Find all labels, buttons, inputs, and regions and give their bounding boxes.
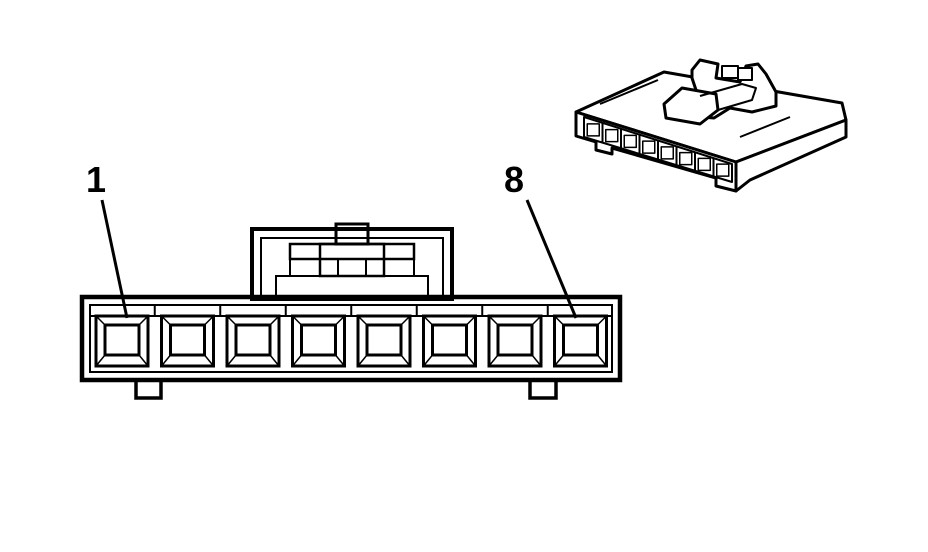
connector-isometric-view xyxy=(574,58,848,193)
cavity-row xyxy=(94,314,608,368)
pin-label-last: 8 xyxy=(504,159,524,200)
cavity-5 xyxy=(356,314,412,368)
cavity-dividers xyxy=(153,305,549,316)
foot-right xyxy=(528,380,558,400)
cavity-3 xyxy=(225,314,281,368)
cavity-4 xyxy=(291,314,346,368)
cavity-7 xyxy=(487,314,543,368)
connector-front-view xyxy=(79,222,623,400)
cavity-8 xyxy=(553,314,608,368)
pin-label-first: 1 xyxy=(86,159,106,200)
foot-left xyxy=(134,380,163,400)
leader-line-pin-8 xyxy=(525,199,578,319)
leader-line-pin-1 xyxy=(100,199,129,319)
cavity-2 xyxy=(160,314,215,368)
connector-body xyxy=(79,294,623,383)
cavity-6 xyxy=(422,314,477,368)
cavity-1 xyxy=(94,314,150,368)
latch-housing xyxy=(250,222,454,301)
